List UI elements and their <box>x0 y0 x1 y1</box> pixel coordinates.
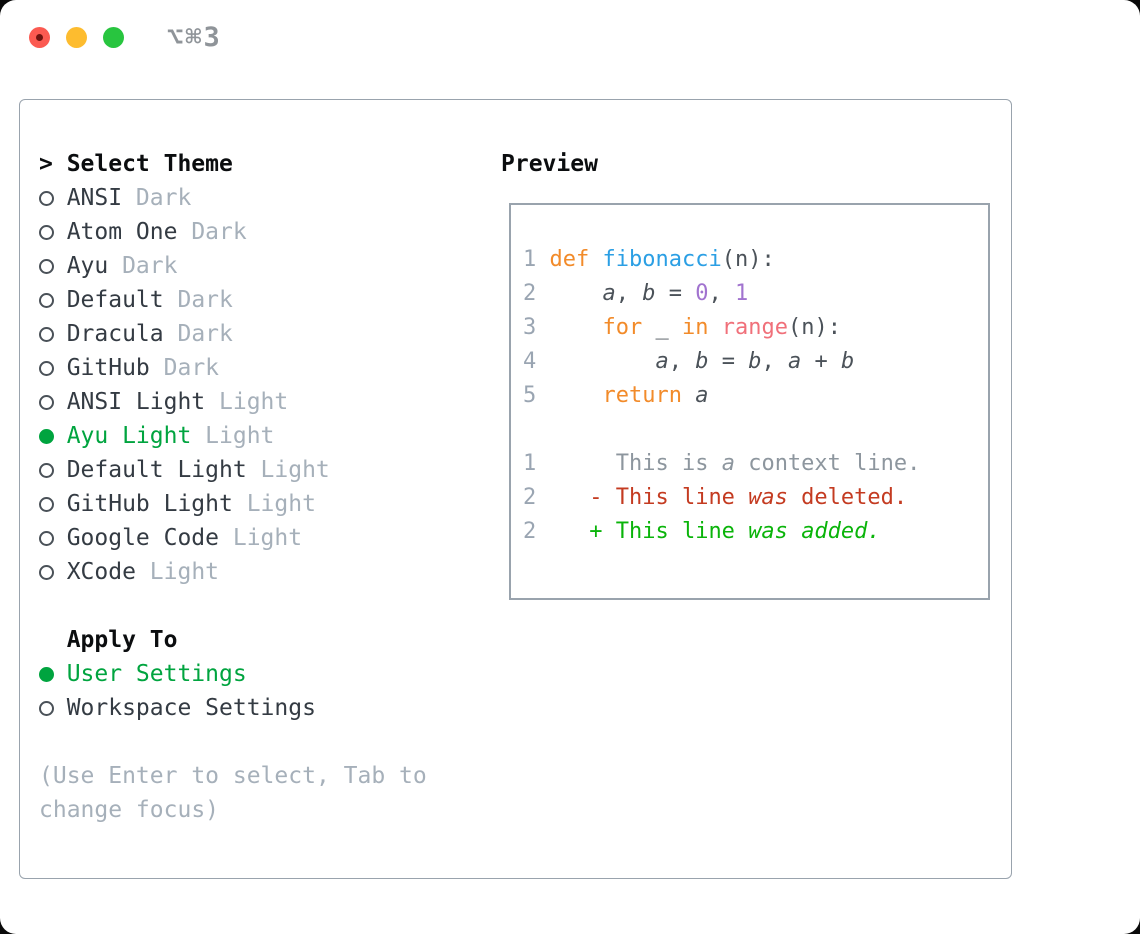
radio-icon <box>39 700 54 716</box>
apply-to-name: User Settings <box>66 661 247 687</box>
theme-variant-label: Dark <box>122 253 178 279</box>
theme-option-default-light[interactable]: Default Light Light <box>39 453 489 487</box>
code-line: 5 return a <box>523 383 709 408</box>
theme-name: GitHub <box>66 355 150 381</box>
keyboard-shortcut-label: ⌥⌘3 <box>167 22 222 53</box>
theme-option-github-light[interactable]: GitHub Light Light <box>39 487 489 521</box>
hint-line: change focus) <box>39 797 220 823</box>
theme-variant-label: Light <box>149 559 220 585</box>
radio-icon <box>39 292 54 308</box>
theme-name: Dracula <box>66 321 164 347</box>
close-button[interactable] <box>29 27 50 48</box>
theme-option-ansi-light[interactable]: ANSI Light Light <box>39 385 489 419</box>
theme-name: Default Light <box>66 457 247 483</box>
radio-selected-icon <box>39 666 54 682</box>
theme-variant-label: Light <box>260 457 330 483</box>
theme-option-github[interactable]: GitHub Dark <box>39 351 489 385</box>
theme-name: Ayu Light <box>66 423 192 449</box>
theme-variant-label: Dark <box>163 355 220 381</box>
radio-icon <box>39 496 54 512</box>
theme-variant-label: Light <box>205 423 275 449</box>
preview-code-box: 1 def fibonacci(n): 2 a, b = 0, 1 3 for _ … <box>509 203 990 600</box>
apply-to-option-user-settings[interactable]: User Settings <box>39 657 489 691</box>
theme-name: Google Code <box>66 525 220 551</box>
code-line: 3 for _ in range(n): <box>523 315 841 340</box>
code-line: 2 a, b = 0, 1 <box>523 281 749 306</box>
theme-option-google-code[interactable]: Google Code Light <box>39 521 489 555</box>
radio-selected-icon <box>39 428 54 444</box>
theme-variant-label: Light <box>219 389 289 415</box>
theme-name: GitHub Light <box>66 491 233 517</box>
theme-variant-label: Dark <box>177 321 233 347</box>
theme-variant-label: Dark <box>191 219 247 245</box>
apply-to-title: Apply To <box>66 627 178 653</box>
apply-to-header: Apply To <box>39 623 489 657</box>
theme-option-xcode[interactable]: XCode Light <box>39 555 489 589</box>
theme-name: Default <box>66 287 164 313</box>
radio-icon <box>39 462 54 478</box>
minimize-button[interactable] <box>66 27 87 48</box>
theme-list-title: Select Theme <box>66 151 233 177</box>
theme-name: ANSI Light <box>66 389 206 415</box>
radio-icon <box>39 530 54 546</box>
theme-option-ansi[interactable]: ANSI Dark <box>39 181 489 215</box>
spacer <box>39 725 489 759</box>
theme-name: Ayu <box>66 253 109 279</box>
radio-icon <box>39 564 54 580</box>
theme-name: ANSI <box>66 185 123 211</box>
theme-option-ayu[interactable]: Ayu Dark <box>39 249 489 283</box>
help-hint: (Use Enter to select, Tab to change focus… <box>39 759 489 827</box>
theme-name: XCode <box>66 559 136 585</box>
code-line: 1 This is a context line. <box>523 451 921 476</box>
radio-icon <box>39 190 54 206</box>
theme-option-dracula[interactable]: Dracula Dark <box>39 317 489 351</box>
theme-variant-label: Light <box>232 525 303 551</box>
theme-option-ayu-light[interactable]: Ayu Light Light <box>39 419 489 453</box>
theme-variant-label: Dark <box>177 287 233 313</box>
code-line: 2 - This line was deleted. <box>523 485 908 510</box>
preview-code-lines: 1 def fibonacci(n): 2 a, b = 0, 1 3 for _ … <box>523 243 988 549</box>
spacer <box>39 589 489 623</box>
code-line: 1 def fibonacci(n): <box>523 247 775 272</box>
zoom-button[interactable] <box>103 27 124 48</box>
theme-variant-label: Dark <box>135 185 192 211</box>
apply-to-option-workspace-settings[interactable]: Workspace Settings <box>39 691 489 725</box>
code-line <box>523 413 988 447</box>
theme-variant-label: Light <box>246 491 316 517</box>
theme-option-default[interactable]: Default Dark <box>39 283 489 317</box>
unsaved-dot-icon <box>36 34 43 41</box>
radio-icon <box>39 326 54 342</box>
radio-icon <box>39 394 54 410</box>
radio-icon <box>39 360 54 376</box>
theme-name: Atom One <box>66 219 178 245</box>
radio-icon <box>39 258 54 274</box>
theme-option-atom-one[interactable]: Atom One Dark <box>39 215 489 249</box>
code-line: 2 + This line was added. <box>523 519 881 544</box>
apply-to-name: Workspace Settings <box>66 695 316 721</box>
titlebar: ⌥⌘3 <box>0 0 1140 76</box>
radio-icon <box>39 224 54 240</box>
theme-list-header: > Select Theme <box>39 147 489 181</box>
code-line: 4 a, b = b, a + b <box>523 349 855 374</box>
cursor-icon: > <box>39 151 53 177</box>
preview-title: Preview <box>501 151 598 177</box>
hint-line: (Use Enter to select, Tab to <box>39 763 427 789</box>
